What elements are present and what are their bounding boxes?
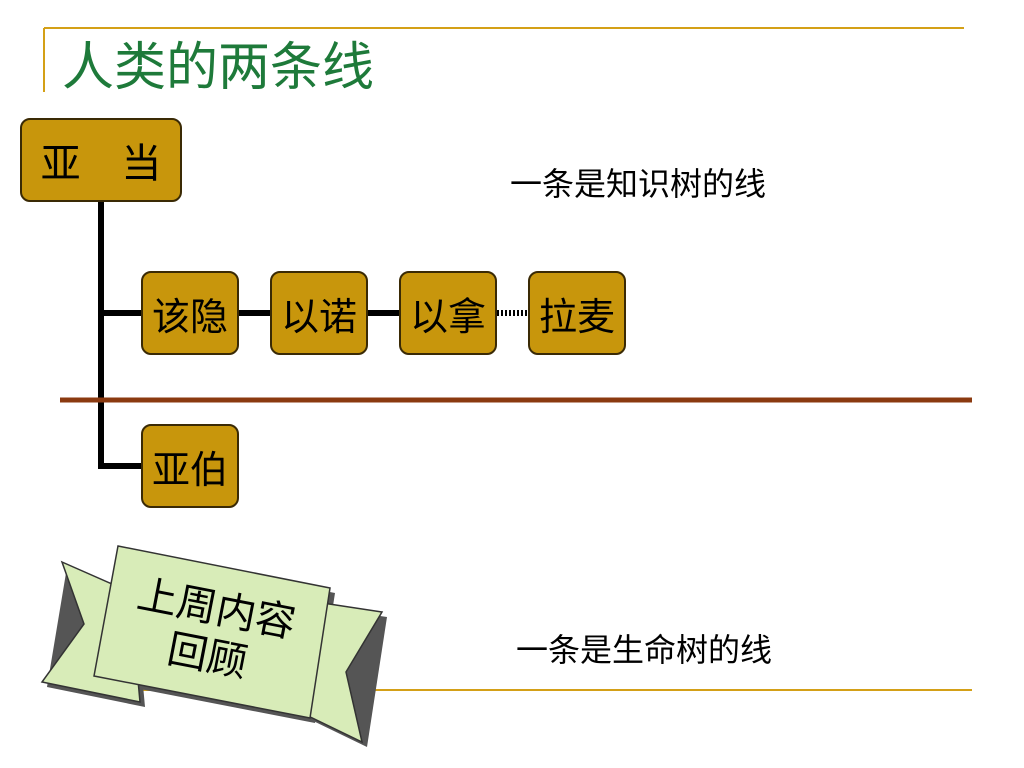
ribbon-banner: 上周内容 回顾 (40, 545, 387, 747)
slide-title: 人类的两条线 (62, 38, 375, 98)
caption-life-tree: 一条是生命树的线 (516, 631, 773, 669)
node-upper-4: 拉麦 (528, 271, 626, 355)
ribbon-main-panel (93, 545, 331, 719)
caption-knowledge-tree: 一条是知识树的线 (510, 165, 767, 203)
node-upper-3: 以拿 (399, 271, 497, 355)
node-upper-1: 该隐 (141, 271, 239, 355)
node-adam: 亚 当 (20, 118, 182, 202)
node-lower-1: 亚伯 (141, 424, 239, 508)
node-upper-2: 以诺 (270, 271, 368, 355)
